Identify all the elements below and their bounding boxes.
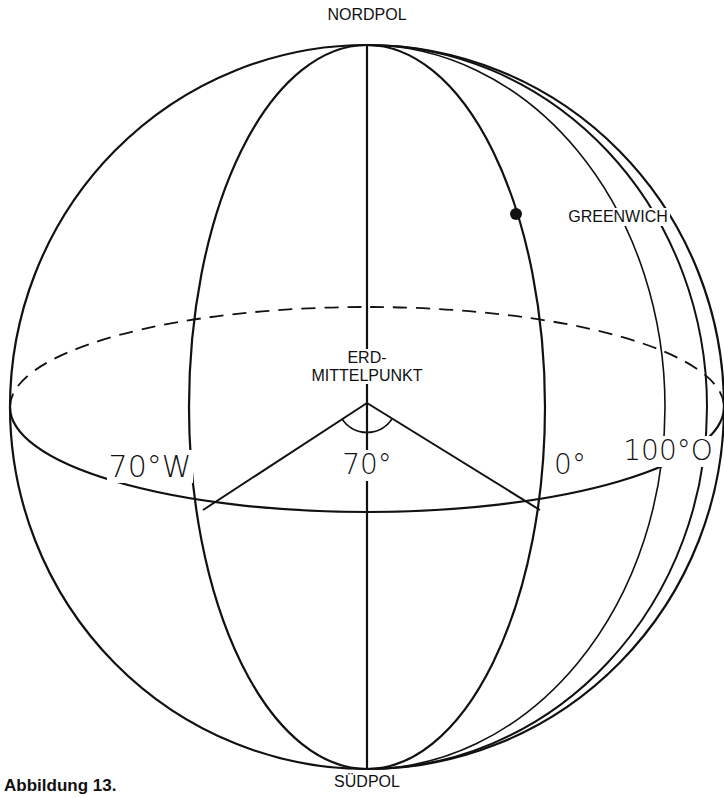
angle-label: 70° — [340, 450, 394, 481]
angle-arc — [342, 419, 392, 432]
longitude-label: 70°W — [107, 450, 194, 483]
globe-outline — [10, 45, 724, 769]
figure-caption: Abbildung 13. — [4, 776, 116, 796]
meridian-100-east — [367, 45, 665, 769]
longitude-label: 0° — [552, 450, 588, 481]
greenwich-dot — [510, 208, 522, 220]
place-label: GREENWICH — [566, 208, 670, 226]
meridian-ellipse — [189, 45, 545, 769]
central-meridian — [366, 45, 368, 769]
longitude-label: 100°O — [621, 436, 714, 467]
pole-label: NORDPOL — [325, 6, 408, 24]
center-label: ERD- MITTELPUNKT — [300, 349, 434, 384]
meridian-outer — [367, 45, 707, 769]
pole-label: SÜDPOL — [332, 773, 402, 791]
